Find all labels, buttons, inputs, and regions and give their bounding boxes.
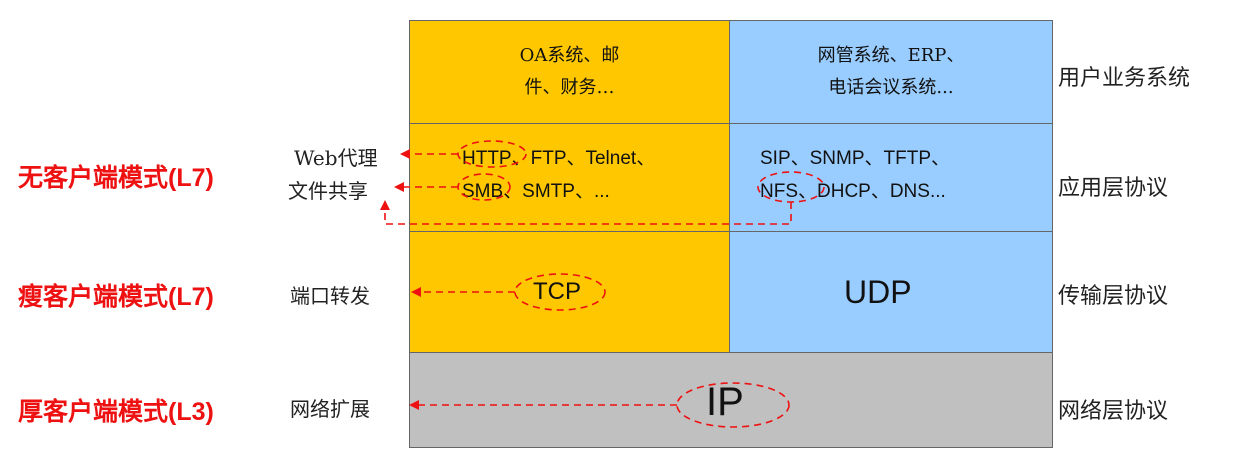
feature-network-ext: 网络扩展 xyxy=(290,397,370,421)
app-right-line2: NFS、DHCP、DNS... xyxy=(760,181,946,202)
app-left-line2: SMB、SMTP、... xyxy=(462,181,610,202)
feature-web-proxy: Web代理 xyxy=(294,146,378,170)
nfs-ellipse xyxy=(757,171,825,203)
business-right-line1: 网管系统、ERP、 xyxy=(817,45,965,66)
business-right-line2: 电话会议系统... xyxy=(828,77,954,98)
right-label-transport: 传输层协议 xyxy=(1058,284,1169,309)
business-left-cell xyxy=(409,20,730,124)
business-right-cell xyxy=(729,20,1053,124)
http-ellipse xyxy=(457,140,527,168)
ip-label: IP xyxy=(706,380,744,424)
smb-ellipse xyxy=(457,173,511,201)
app-right-line1: SIP、SNMP、TFTP、 xyxy=(760,148,951,169)
app-left-line1: HTTP、FTP、Telnet、 xyxy=(462,148,656,169)
nfs-arrow xyxy=(380,200,792,225)
ip-ellipse xyxy=(676,382,790,428)
mode-thin: 瘦客户端模式(L7) xyxy=(18,283,214,311)
right-label-network: 网络层协议 xyxy=(1058,399,1169,424)
mode-thick: 厚客户端模式(L3) xyxy=(18,398,214,426)
app-right-cell xyxy=(729,123,1053,232)
transport-right-cell xyxy=(729,231,1053,353)
feature-file-share: 文件共享 xyxy=(288,179,368,203)
business-right-text: 网管系统、ERP、 电话会议系统... xyxy=(729,20,1053,124)
feature-port-forward: 端口转发 xyxy=(290,284,370,308)
right-label-business: 用户业务系统 xyxy=(1058,66,1191,91)
right-label-app: 应用层协议 xyxy=(1058,176,1169,201)
tcp-ellipse xyxy=(514,273,606,311)
business-left-line2: 件、财务… xyxy=(524,77,615,98)
business-left-text: OA系统、邮 件、财务… xyxy=(409,20,730,124)
mode-clientless: 无客户端模式(L7) xyxy=(18,164,214,192)
network-cell xyxy=(409,352,1053,448)
business-left-line1: OA系统、邮 xyxy=(519,45,620,66)
udp-label: UDP xyxy=(844,274,912,310)
tcp-label: TCP xyxy=(533,278,581,305)
